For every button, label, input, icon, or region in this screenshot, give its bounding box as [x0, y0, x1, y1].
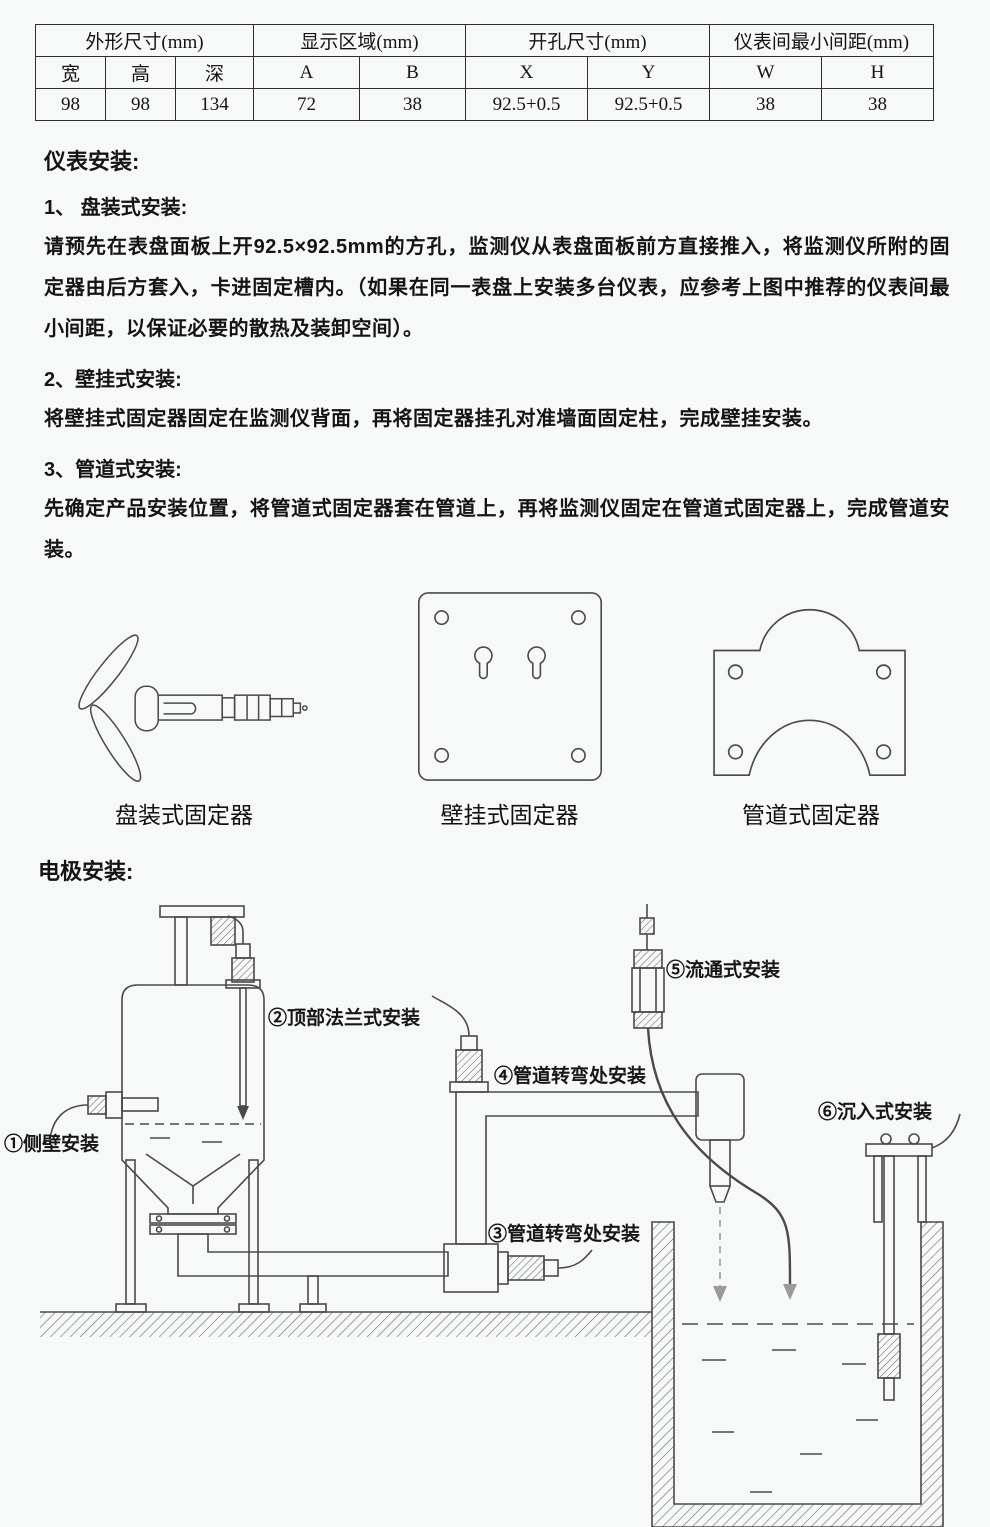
group-header-display-area: 显示区域(mm) — [253, 24, 466, 57]
riser-and-top-pipe — [455, 1090, 699, 1245]
panel-install-title: 1、 盘装式安装: — [44, 196, 188, 219]
wall-install-body: 将壁挂式固定器固定在监测仪背面，再将固定器挂孔对准墙面固定柱，完成壁挂安装。 — [44, 407, 823, 430]
electrode-install-diagram: ①侧壁安装 ②顶部法兰式安装 ③管道转弯处安装 ④管道转弯处安装 ⑤流通式安装 … — [0, 892, 990, 1527]
label-immersion-install: ⑥沉入式安装 — [818, 1100, 932, 1123]
group-header-cutout-size: 开孔尺寸(mm) — [465, 24, 710, 57]
pool-water-surface — [682, 1322, 914, 1493]
pipe-fixture-drawing — [713, 608, 906, 776]
panel-install-body: 请预先在表盘面板上开92.5×92.5mm的方孔，监测仪从表盘面板前方直接推入，… — [44, 235, 950, 340]
panel-fixture-drawing — [78, 634, 308, 782]
value-h: 38 — [821, 88, 934, 121]
value-w: 38 — [709, 88, 822, 121]
electrode-pipe-bend-top — [431, 995, 489, 1093]
flow-through-cell — [631, 903, 665, 1029]
col-header-a: A — [253, 56, 360, 89]
pipe-tee-bottom — [443, 1242, 499, 1293]
label-pipe-bend-bottom-install: ③管道转弯处安装 — [488, 1222, 640, 1245]
col-header-height: 高 — [105, 56, 176, 89]
panel-fixture-label: 盘装式固定器 — [115, 801, 253, 828]
pipe-fixture-label: 管道式固定器 — [742, 801, 880, 828]
wall-fixture-figure: 壁挂式固定器 — [415, 589, 605, 830]
electrode-pipe-bend-bottom — [497, 1249, 593, 1285]
tank-legs — [115, 1158, 270, 1313]
label-top-flange-install: ②顶部法兰式安装 — [268, 1006, 420, 1029]
pipe-install-body: 先确定产品安装位置，将管道式固定器套在管道上，再将监测仪固定在管道式固定器上，完… — [44, 497, 950, 561]
label-pipe-bend-top-install: ④管道转弯处安装 — [494, 1064, 646, 1087]
value-a: 72 — [253, 88, 360, 121]
mount-plate — [417, 591, 602, 781]
group-header-overall-size: 外形尺寸(mm) — [35, 24, 254, 57]
electrode-diagram-drawing: ①侧壁安装 ②顶部法兰式安装 ③管道转弯处安装 ④管道转弯处安装 ⑤流通式安装 … — [4, 903, 961, 1527]
table-group-header-row: 外形尺寸(mm) 显示区域(mm) 开孔尺寸(mm) 仪表间最小间距(mm) — [35, 24, 934, 57]
value-b: 38 — [359, 88, 466, 121]
electrode-immersion — [865, 1113, 961, 1401]
electrode-side-wall — [49, 1090, 159, 1140]
instrument-install-section: 仪表安装: 1、 盘装式安装: 请预先在表盘面板上开92.5×92.5mm的方孔… — [44, 147, 950, 571]
wall-install-title: 2、壁挂式安装: — [44, 368, 182, 391]
table-col-header-row: 宽 高 深 A B X Y W H — [35, 56, 934, 89]
threaded-shaft — [157, 694, 308, 721]
instrument-install-title: 仪表安装: — [44, 149, 140, 174]
col-header-y: Y — [587, 56, 710, 89]
label-flow-through-install: ⑤流通式安装 — [666, 958, 780, 981]
ground-hatching — [40, 1310, 652, 1337]
wall-fixture-drawing — [417, 591, 602, 781]
col-header-w: W — [709, 56, 822, 89]
pipe-fixture-figure: 管道式固定器 — [706, 594, 916, 830]
col-header-width: 宽 — [35, 56, 106, 89]
flow-cell-outlet-hose — [646, 1027, 797, 1300]
corner-holes — [727, 664, 892, 760]
handle-arms — [78, 634, 159, 782]
process-tank — [121, 904, 265, 1215]
tank-bottom-flange — [149, 1212, 237, 1235]
group-header-min-spacing: 仪表间最小间距(mm) — [709, 24, 934, 57]
value-x: 92.5+0.5 — [465, 88, 588, 121]
value-width: 98 — [35, 88, 106, 121]
table-values-row: 98 98 134 72 38 92.5+0.5 92.5+0.5 38 38 — [35, 88, 934, 121]
wall-fixture-label: 壁挂式固定器 — [440, 801, 579, 828]
label-side-wall-install: ①侧壁安装 — [4, 1132, 99, 1155]
saddle-plate — [713, 608, 906, 776]
pipe-support — [299, 1274, 327, 1313]
dimension-spec-table: 外形尺寸(mm) 显示区域(mm) 开孔尺寸(mm) 仪表间最小间距(mm) 宽… — [35, 24, 934, 121]
fixture-figures-row: 盘装式固定器 壁挂式固定器 — [55, 589, 916, 830]
pipe-tee-right — [695, 1072, 745, 1203]
value-height: 98 — [105, 88, 176, 121]
col-header-b: B — [359, 56, 466, 89]
electrode-install-title: 电极安装: — [38, 858, 134, 884]
col-header-x: X — [465, 56, 588, 89]
col-header-depth: 深 — [175, 56, 254, 89]
keyhole-slots — [473, 646, 546, 680]
pipe-install-title: 3、管道式安装: — [44, 458, 182, 481]
value-depth: 134 — [175, 88, 254, 121]
col-header-h: H — [821, 56, 934, 89]
dosing-arrow-left — [713, 1206, 727, 1302]
value-y: 92.5+0.5 — [587, 88, 710, 121]
panel-fixture-figure: 盘装式固定器 — [55, 633, 313, 830]
bottom-pipe — [177, 1232, 449, 1277]
corner-holes — [433, 609, 586, 763]
electrode-top-flange — [225, 915, 261, 1120]
